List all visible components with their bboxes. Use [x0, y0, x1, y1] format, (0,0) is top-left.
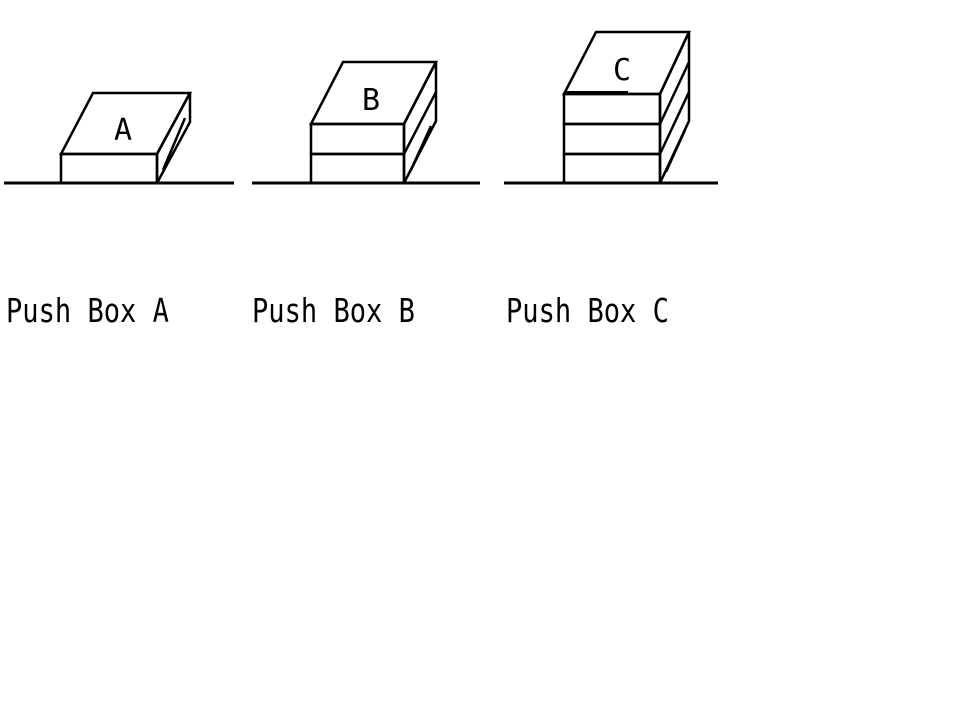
caption-push-box-b: Push Box B — [252, 291, 415, 330]
box-c-front-middle — [562, 122, 662, 156]
box-b-front-lower — [309, 152, 406, 185]
box-b-side-divider — [402, 91, 438, 155]
box-a-letter: A — [114, 113, 132, 148]
box-c-side — [658, 31, 691, 184]
box-b — [308, 60, 439, 185]
box-c-letter: C — [613, 53, 631, 88]
box-c-front-top — [562, 92, 662, 126]
box-b-side — [402, 61, 438, 184]
box-b-letter: B — [362, 83, 380, 118]
box-c-front-bottom — [562, 152, 662, 185]
box-c-side-hatch — [664, 129, 687, 173]
box-b-side-hatch — [408, 125, 433, 173]
box-c-side-divider-2 — [658, 91, 691, 155]
box-a-side-hatch — [161, 117, 187, 171]
box-b-front-upper — [309, 122, 406, 156]
caption-push-box-a: Push Box A — [6, 291, 169, 330]
box-a — [58, 91, 193, 185]
box-a-side — [155, 92, 192, 184]
caption-push-box-c: Push Box C — [506, 291, 669, 330]
box-a-front — [59, 152, 159, 185]
box-c-side-divider-1 — [658, 61, 691, 125]
